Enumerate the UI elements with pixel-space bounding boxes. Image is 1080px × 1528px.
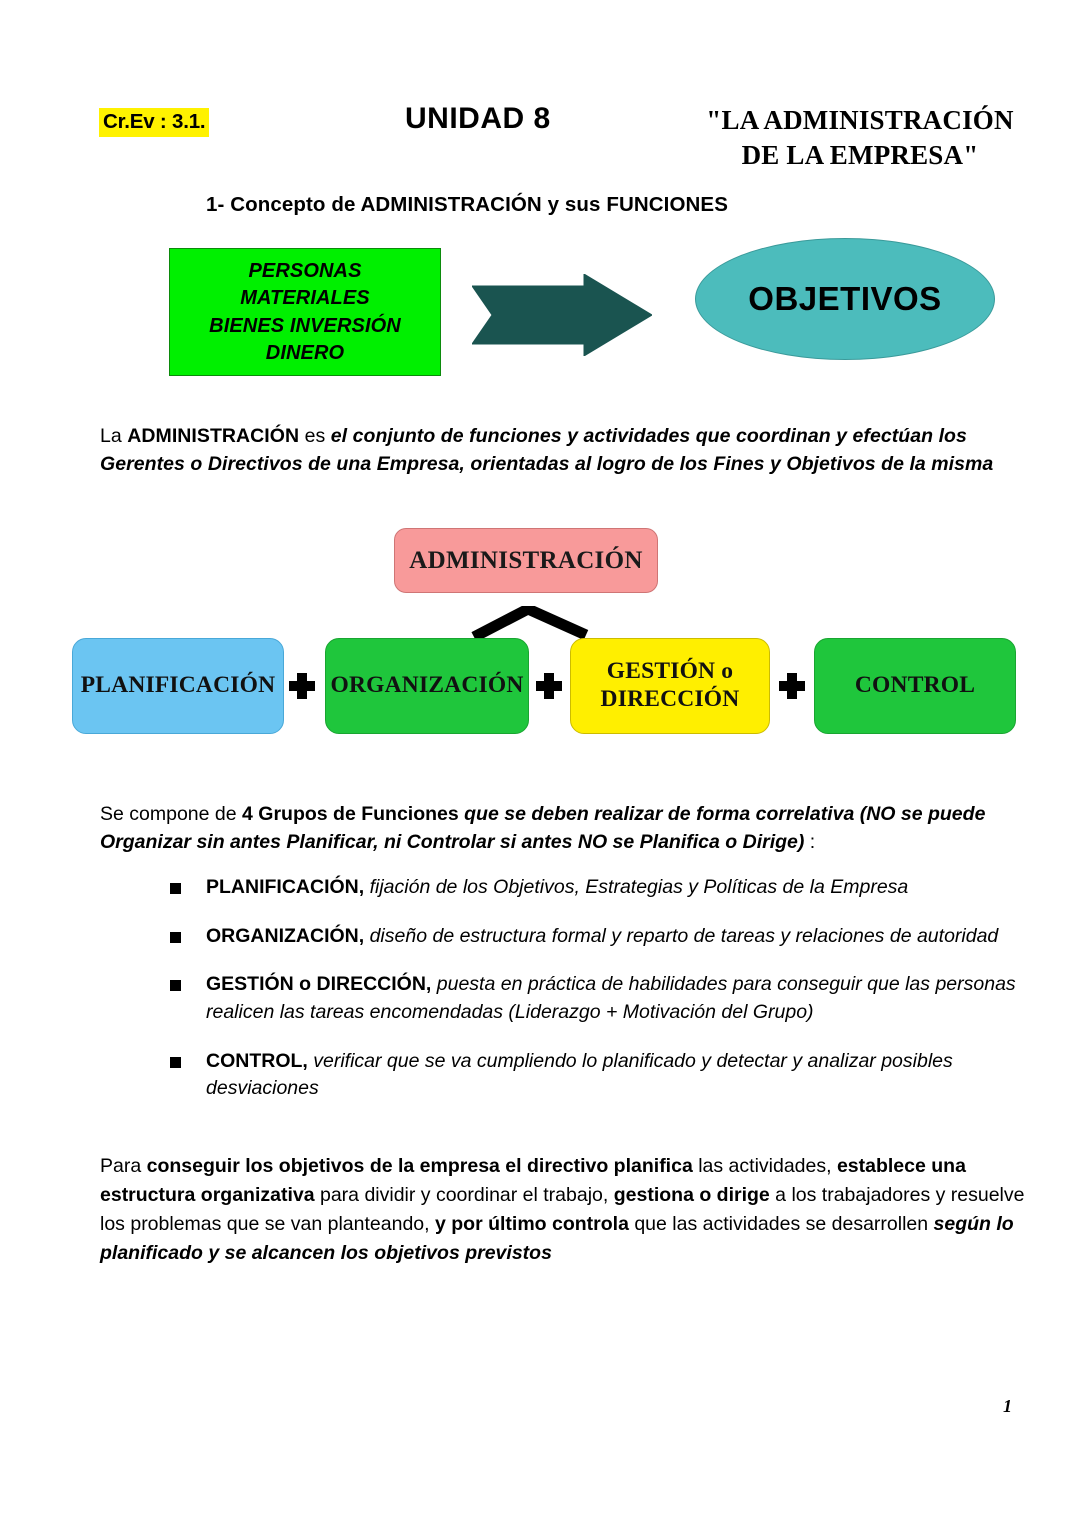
resource-item-dinero: DINERO bbox=[265, 341, 345, 364]
resource-item-personas: PERSONAS bbox=[248, 259, 362, 282]
bullet-term-control: CONTROL, bbox=[206, 1049, 308, 1072]
list-item: GESTIÓN o DIRECCIÓN, puesta en práctica … bbox=[170, 971, 1035, 1026]
closing-part-7: a los trabajadores y resuelve los proble… bbox=[100, 1183, 1025, 1235]
closing-part-1: Para bbox=[100, 1155, 147, 1177]
definition-part-3: es bbox=[299, 425, 331, 447]
flowchart-node-control: CONTROL bbox=[814, 638, 1016, 734]
closing-part-4: establece una estructura organizativa bbox=[100, 1155, 966, 1206]
bullet-desc-control: verificar que se va cumpliendo lo planif… bbox=[206, 1049, 953, 1100]
list-item: CONTROL, verificar que se va cumpliendo … bbox=[170, 1048, 1035, 1103]
closing-part-5: para dividir y coordinar el trabajo, bbox=[314, 1183, 614, 1206]
bullet-term-organizacion: ORGANIZACIÓN, bbox=[206, 924, 365, 947]
definition-body: el conjunto de funciones y actividades q… bbox=[100, 425, 994, 476]
composition-paragraph: Se compone de 4 Grupos de Funciones que … bbox=[100, 800, 1035, 857]
flowchart-functions-row: PLANIFICACIÓN ORGANIZACIÓN GESTIÓN o DIR… bbox=[0, 638, 1080, 734]
plus-connector-icon-3 bbox=[779, 673, 805, 699]
bullet-term-planificacion: PLANIFICACIÓN, bbox=[206, 876, 365, 898]
document-title-line1: "LA ADMINISTRACIÓN bbox=[706, 105, 1014, 135]
page-header: Cr.Ev : 3.1. UNIDAD 8 "LA ADMINISTRACIÓN… bbox=[0, 102, 1080, 182]
bullet-term-gestion: GESTIÓN o DIRECCIÓN, bbox=[206, 973, 432, 996]
section-heading: 1- Concepto de ADMINISTRACIÓN y sus FUNC… bbox=[206, 193, 728, 216]
flowchart-node-organizacion: ORGANIZACIÓN bbox=[325, 638, 529, 734]
closing-part-8: y por último controla bbox=[434, 1212, 629, 1235]
document-title-line2: DE LA EMPRESA" bbox=[741, 139, 979, 170]
resources-box: PERSONAS MATERIALES BIENES INVERSIÓN DIN… bbox=[169, 248, 441, 376]
administration-functions-flowchart: ADMINISTRACIÓN PLANIFICACIÓN ORGANIZACIÓ… bbox=[0, 520, 1080, 745]
functions-bullet-list: PLANIFICACIÓN, fijación de los Objetivos… bbox=[170, 874, 1035, 1124]
page-number: 1 bbox=[1003, 1396, 1012, 1416]
resources-to-objectives-diagram: PERSONAS MATERIALES BIENES INVERSIÓN DIN… bbox=[0, 238, 1080, 388]
administration-definition: La ADMINISTRACIÓN es el conjunto de func… bbox=[100, 422, 1005, 478]
square-bullet-icon bbox=[170, 1056, 181, 1068]
objectives-label: OBJETIVOS bbox=[748, 280, 942, 317]
definition-part-1: La bbox=[100, 425, 128, 447]
bullet-desc-planificacion: fijación de los Objetivos, Estrategias y… bbox=[364, 876, 909, 898]
compose-part-4: que se deben realizar de forma correlati… bbox=[100, 803, 986, 854]
flowchart-node-organizacion-label: ORGANIZACIÓN bbox=[330, 672, 524, 699]
flowchart-node-gestion-label-line2: DIRECCIÓN bbox=[600, 686, 740, 712]
closing-part-9: que las actividades se desarrollen bbox=[628, 1212, 934, 1235]
resource-item-bienes-inversion: BIENES INVERSIÓN bbox=[209, 314, 401, 337]
flowchart-node-administracion: ADMINISTRACIÓN bbox=[394, 528, 658, 593]
square-bullet-icon bbox=[170, 931, 181, 943]
closing-paragraph: Para conseguir los objetivos de la empre… bbox=[100, 1152, 1030, 1267]
square-bullet-icon bbox=[170, 883, 181, 894]
flowchart-node-administracion-label: ADMINISTRACIÓN bbox=[409, 546, 643, 574]
closing-part-6: gestiona o dirige bbox=[613, 1183, 770, 1206]
compose-part-1: Se compone de bbox=[100, 803, 243, 825]
flowchart-node-planificacion-label: PLANIFICACIÓN bbox=[80, 672, 276, 699]
right-arrow-icon bbox=[472, 274, 652, 356]
compose-part-5: : bbox=[804, 831, 816, 854]
list-item: PLANIFICACIÓN, fijación de los Objetivos… bbox=[170, 874, 1035, 902]
resource-item-materiales: MATERIALES bbox=[240, 287, 370, 310]
plus-connector-icon-1 bbox=[289, 673, 315, 699]
document-title: "LA ADMINISTRACIÓN DE LA EMPRESA" bbox=[660, 103, 1060, 172]
flowchart-node-gestion-label-line1: GESTIÓN o bbox=[606, 658, 734, 685]
closing-part-3: las actividades, bbox=[692, 1155, 837, 1177]
closing-part-10: según lo planificado y se alcancen los o… bbox=[100, 1212, 1014, 1264]
plus-connector-icon-2 bbox=[536, 673, 562, 699]
bullet-desc-gestion: puesta en práctica de habilidades para c… bbox=[206, 973, 1016, 1024]
compose-part-2: 4 Grupos de Funciones bbox=[242, 803, 459, 825]
objectives-ellipse: OBJETIVOS bbox=[695, 238, 995, 360]
square-bullet-icon bbox=[170, 980, 181, 992]
flowchart-node-gestion-direccion: GESTIÓN o DIRECCIÓN bbox=[570, 638, 770, 734]
bullet-desc-organizacion: diseño de estructura formal y reparto de… bbox=[364, 924, 999, 947]
definition-term: ADMINISTRACIÓN bbox=[127, 425, 300, 447]
criterion-badge: Cr.Ev : 3.1. bbox=[99, 108, 210, 137]
list-item: ORGANIZACIÓN, diseño de estructura forma… bbox=[170, 923, 1035, 951]
unit-title: UNIDAD 8 bbox=[405, 102, 551, 135]
flowchart-node-planificacion: PLANIFICACIÓN bbox=[72, 638, 284, 734]
closing-part-2: conseguir los objetivos de la empresa el… bbox=[146, 1155, 693, 1177]
chevron-up-icon bbox=[471, 606, 589, 640]
flowchart-node-control-label: CONTROL bbox=[854, 672, 976, 699]
